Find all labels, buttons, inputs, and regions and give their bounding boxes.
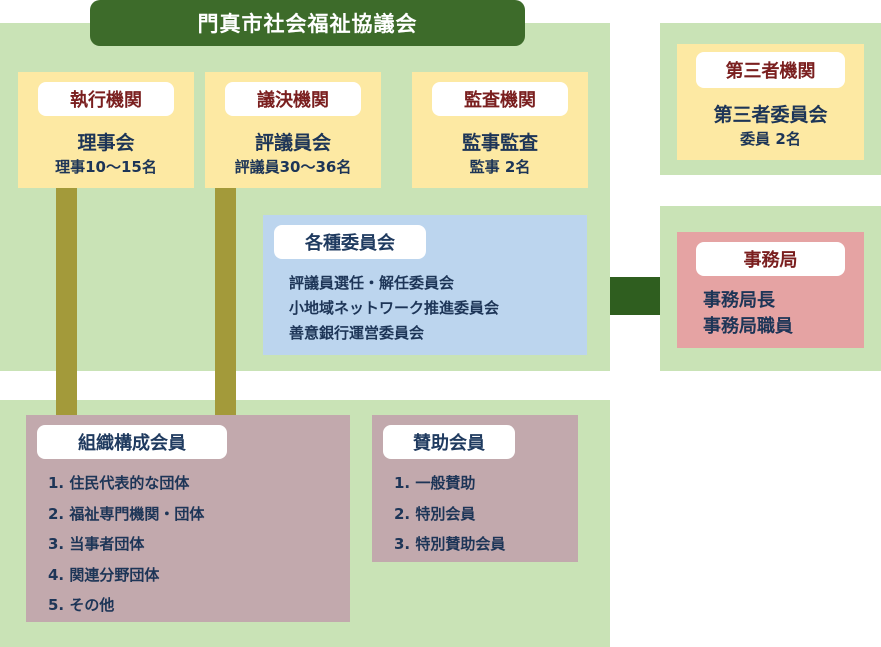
- supporting-item: 1. 一般賛助: [394, 474, 476, 492]
- council-label: 議決機関: [225, 82, 361, 116]
- member-item: 3. 当事者団体: [48, 535, 145, 553]
- council-detail: 評議員30～36名: [234, 158, 352, 176]
- supporting-box: 賛助会員 1. 一般賛助 2. 特別会員 3. 特別賛助会員: [372, 415, 578, 562]
- member-item: 2. 福祉専門機関・団体: [48, 504, 205, 523]
- third-party-label: 第三者機関: [696, 52, 845, 88]
- executive-box: 執行機関 理事会 理事10～15名: [18, 72, 194, 188]
- connector-secretariat: [610, 277, 660, 315]
- supporting-item: 2. 特別会員: [394, 504, 476, 523]
- member-item: 4. 関連分野団体: [48, 565, 160, 584]
- secretariat-label: 事務局: [696, 242, 845, 276]
- secretariat-item: 事務局職員: [703, 316, 793, 337]
- audit-box: 監査機関 監事監査 監事 2名: [412, 72, 588, 188]
- members-list: 1. 住民代表的な団体 2. 福祉専門機関・団体 3. 当事者団体 4. 関連分…: [48, 468, 204, 621]
- audit-name: 監事監査: [461, 132, 538, 154]
- supporting-label: 賛助会員: [383, 425, 515, 459]
- members-box: 組織構成会員 1. 住民代表的な団体 2. 福祉専門機関・団体 3. 当事者団体…: [26, 415, 350, 622]
- audit-label: 監査機関: [432, 82, 568, 116]
- secretariat-item: 事務局長: [703, 290, 775, 311]
- connector-council-members: [215, 188, 236, 416]
- third-party-box: 第三者機関 第三者委員会 委員 2名: [677, 44, 864, 160]
- supporting-item: 3. 特別賛助会員: [394, 535, 506, 553]
- committee-item: 評議員選任・解任委員会: [289, 274, 455, 292]
- executive-label: 執行機関: [38, 82, 174, 116]
- third-party-name: 第三者委員会: [713, 104, 828, 126]
- committee-item: 善意銀行運営委員会: [289, 324, 425, 342]
- secretariat-list: 事務局長 事務局職員: [703, 288, 793, 340]
- committees-box: 各種委員会 評議員選任・解任委員会 小地域ネットワーク推進委員会 善意銀行運営委…: [263, 215, 587, 355]
- supporting-list: 1. 一般賛助 2. 特別会員 3. 特別賛助会員: [394, 468, 505, 560]
- organization-title: 門真市社会福祉協議会: [90, 0, 525, 46]
- member-item: 5. その他: [48, 596, 115, 614]
- third-party-detail: 委員 2名: [740, 130, 801, 148]
- audit-detail: 監事 2名: [469, 158, 531, 176]
- connector-executive-members: [56, 188, 77, 416]
- member-item: 1. 住民代表的な団体: [48, 474, 190, 492]
- members-label: 組織構成会員: [37, 425, 227, 459]
- executive-name: 理事会: [77, 132, 135, 154]
- committees-label: 各種委員会: [274, 225, 426, 259]
- council-name: 評議員会: [254, 132, 331, 154]
- committee-item: 小地域ネットワーク推進委員会: [289, 299, 500, 317]
- executive-detail: 理事10～15名: [55, 158, 157, 176]
- secretariat-box: 事務局 事務局長 事務局職員: [677, 232, 864, 348]
- council-box: 議決機関 評議員会 評議員30～36名: [205, 72, 381, 188]
- committees-list: 評議員選任・解任委員会 小地域ネットワーク推進委員会 善意銀行運営委員会: [289, 271, 499, 346]
